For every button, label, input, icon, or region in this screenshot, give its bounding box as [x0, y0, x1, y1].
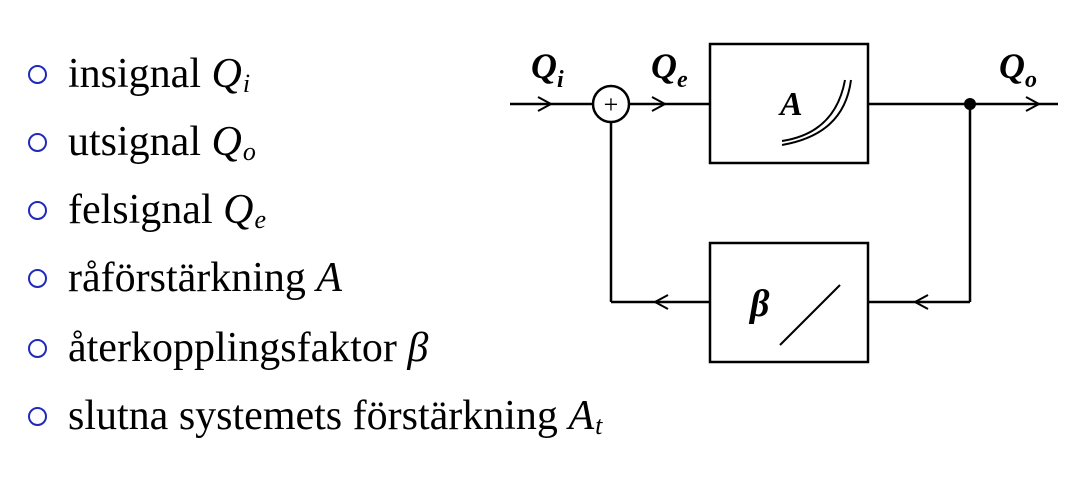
bullet-circle-icon: [28, 268, 47, 288]
forward-gain-block: [708, 42, 870, 165]
error-signal-label: Qe: [651, 46, 688, 93]
bullet-circle-icon: [28, 406, 47, 426]
nonlinear-curve-icon: [781, 79, 852, 146]
summer-plus-sign: +: [604, 90, 619, 119]
nonlinear-curve-icon: [781, 79, 846, 142]
feedback-arrow-right-icon: [912, 294, 929, 310]
bullet-text: återkopplingsfaktor: [68, 325, 397, 371]
bullet-symbol: Q: [211, 51, 242, 97]
error-signal-symbol: Q: [651, 46, 677, 86]
input-arrow-icon: [537, 96, 554, 112]
bullet-raforstarkning: råförstärkning A: [28, 246, 342, 310]
bullet-subscript: i: [242, 69, 251, 98]
bullet-symbol: A: [316, 255, 343, 301]
bullet-subscript: t: [595, 411, 603, 440]
bullet-symbol: A: [568, 393, 595, 439]
bullet-text: felsignal: [68, 187, 213, 233]
linear-line-icon: [779, 284, 841, 346]
bullet-subscript: e: [254, 205, 267, 234]
output-arrow-icon: [1025, 96, 1042, 112]
error-signal-subscript: e: [677, 67, 688, 93]
bullet-text: slutna systemets förstärkning: [68, 393, 558, 439]
bullet-subscript: o: [242, 137, 256, 166]
summing-junction: [591, 84, 631, 124]
input-signal-label: Qi: [531, 46, 564, 93]
feedback-factor-block: [708, 241, 870, 364]
takeoff-point: [964, 98, 976, 110]
forward-block-label: A: [778, 86, 803, 123]
bullet-circle-icon: [28, 200, 47, 220]
output-signal-subscript: o: [1025, 67, 1037, 93]
bullet-text: råförstärkning: [68, 255, 306, 301]
output-signal-symbol: Q: [999, 46, 1025, 86]
bullet-circle-icon: [28, 338, 47, 358]
bullet-circle-icon: [28, 64, 47, 84]
feedback-block-label: β: [748, 283, 770, 325]
input-signal-symbol: Q: [531, 46, 557, 86]
bullet-text: insignal: [68, 51, 201, 97]
bullet-symbol: Q: [223, 187, 254, 233]
output-signal-label: Qo: [999, 46, 1037, 93]
bullet-circle-icon: [28, 132, 47, 152]
bullet-symbol: Q: [211, 119, 242, 165]
bullet-aterkopplingsfaktor: återkopplingsfaktor β: [28, 316, 428, 380]
bullet-symbol: β: [407, 325, 429, 371]
input-signal-subscript: i: [557, 67, 564, 93]
bullet-text: utsignal: [68, 119, 201, 165]
feedback-arrow-left-icon: [652, 294, 669, 310]
error-arrow-icon: [651, 96, 668, 112]
